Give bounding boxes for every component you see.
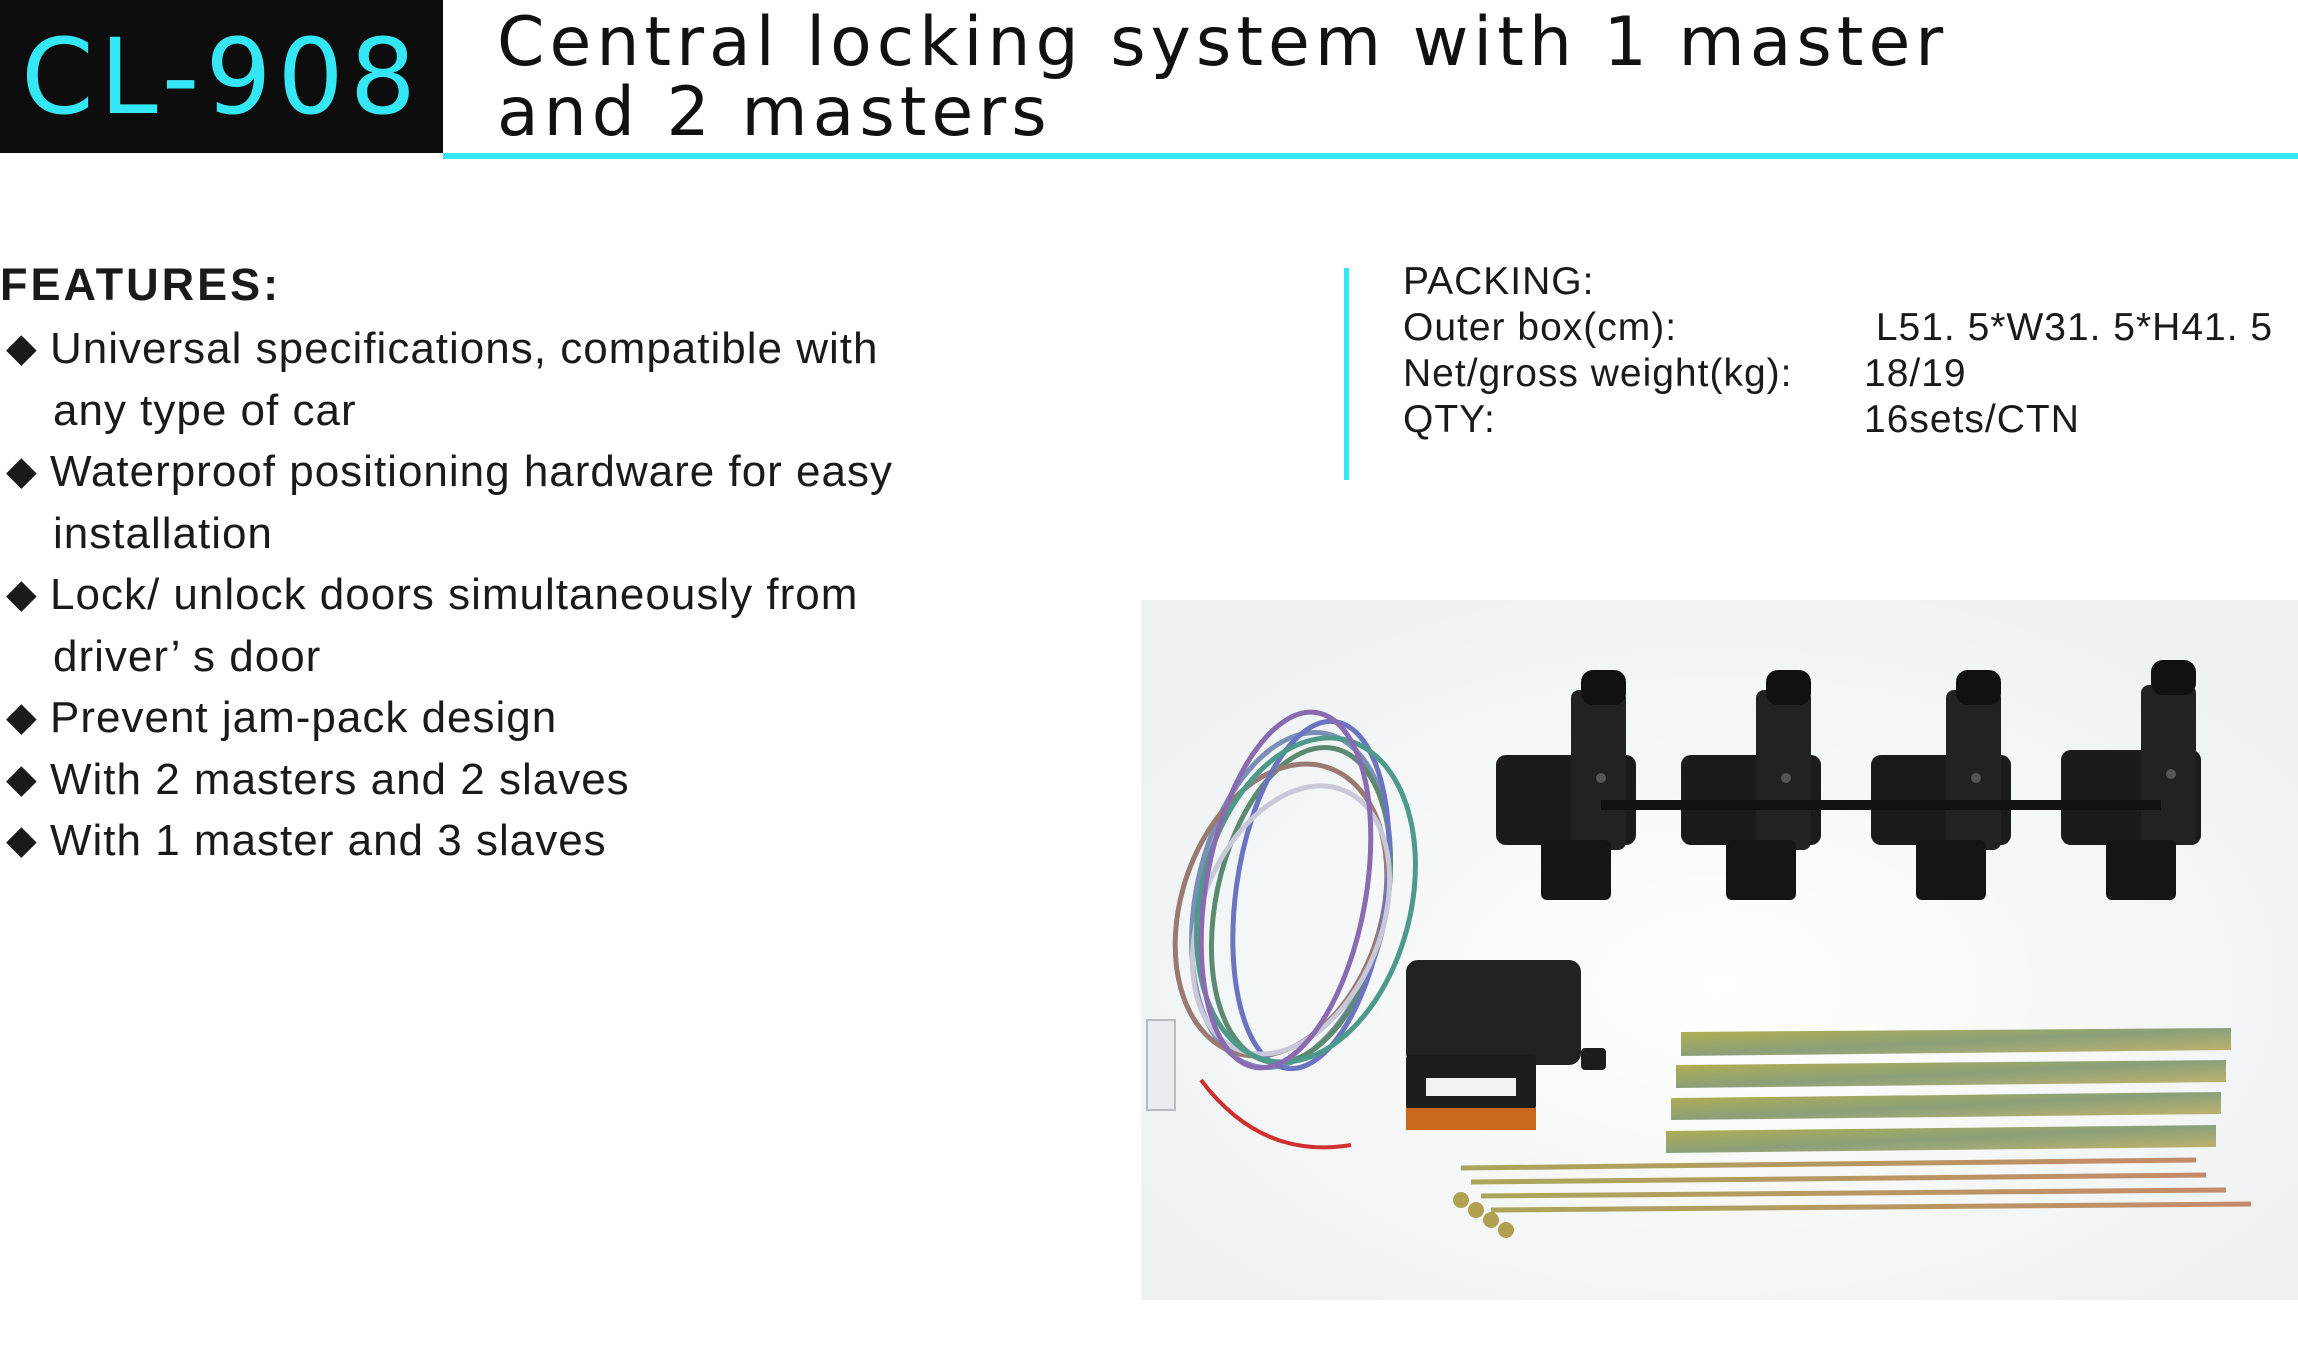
packing-row: Net/gross weight(kg): 18/19 [1403,351,2273,397]
feature-item: ◆ Prevent jam-pack design [0,687,1060,749]
diamond-bullet-icon: ◆ [6,572,38,616]
diamond-bullet-icon: ◆ [6,695,38,739]
diamond-bullet-icon: ◆ [6,449,38,493]
diamond-bullet-icon: ◆ [6,818,38,862]
feature-item: ◆ Universal specifications, compatible wi… [0,318,1060,441]
packing-heading: PACKING: [1403,260,1595,303]
feature-item: ◆ With 2 masters and 2 slaves [0,749,1060,811]
feature-text: any type of car [53,385,357,435]
wire-harness [1172,709,1418,1150]
product-photo [1141,600,2298,1300]
feature-text: Prevent jam-pack design [50,693,558,742]
feature-text: With 1 master and 3 slaves [50,816,607,865]
feature-text: Lock/ unlock doors simultaneously from [50,570,859,619]
feature-text: With 2 masters and 2 slaves [50,754,630,804]
feature-text: Waterproof positioning hardware for easy [50,447,893,496]
door-actuators [1496,660,2201,900]
feature-text: driver’ s door [53,631,322,681]
packing-label: Outer box(cm): [1403,306,1678,349]
packing-value: 18/19 [1864,352,1967,395]
photo-background [1141,600,2298,1300]
feature-item: ◆ With 1 master and 3 slaves [0,810,1060,872]
packing-label: QTY: [1403,398,1496,441]
features-section: FEATURES: ◆ Universal specifications, com… [0,256,1060,872]
connecting-rods [1453,1157,2252,1238]
feature-text: Universal specifications, compatible wit… [50,324,879,373]
feature-item: ◆Lock/ unlock doors simultaneously from … [0,564,1060,687]
features-heading: FEATURES: [0,259,282,310]
product-title-line: and 2 masters [497,73,1052,152]
packing-row: QTY: 16sets/CTN [1403,397,2273,443]
header-underline [443,153,2298,159]
harness-connector [1146,1019,1176,1111]
control-module [1406,960,1606,1130]
packing-section: PACKING: Outer box(cm): L51. 5*W31. 5*H4… [1403,259,2273,443]
packing-value: 16sets/CTN [1864,398,2080,441]
packing-divider [1344,268,1349,480]
packing-value: L51. 5*W31. 5*H41. 5 [1864,306,2274,349]
feature-item: ◆ Waterproof positioning hardware for eas… [0,441,1060,564]
packing-label: Net/gross weight(kg): [1403,352,1793,395]
diamond-bullet-icon: ◆ [6,756,38,801]
product-title-line: Central locking system with 1 master [497,3,1949,82]
model-badge: CL-908 [0,0,443,153]
model-number: CL-908 [21,15,422,138]
diamond-bullet-icon: ◆ [6,326,38,370]
mounting-plates [1666,1028,2231,1153]
packing-row: Outer box(cm): L51. 5*W31. 5*H41. 5 [1403,305,2273,351]
feature-text: installation [53,508,273,558]
product-title: Central locking system with 1 master and… [497,8,2277,148]
